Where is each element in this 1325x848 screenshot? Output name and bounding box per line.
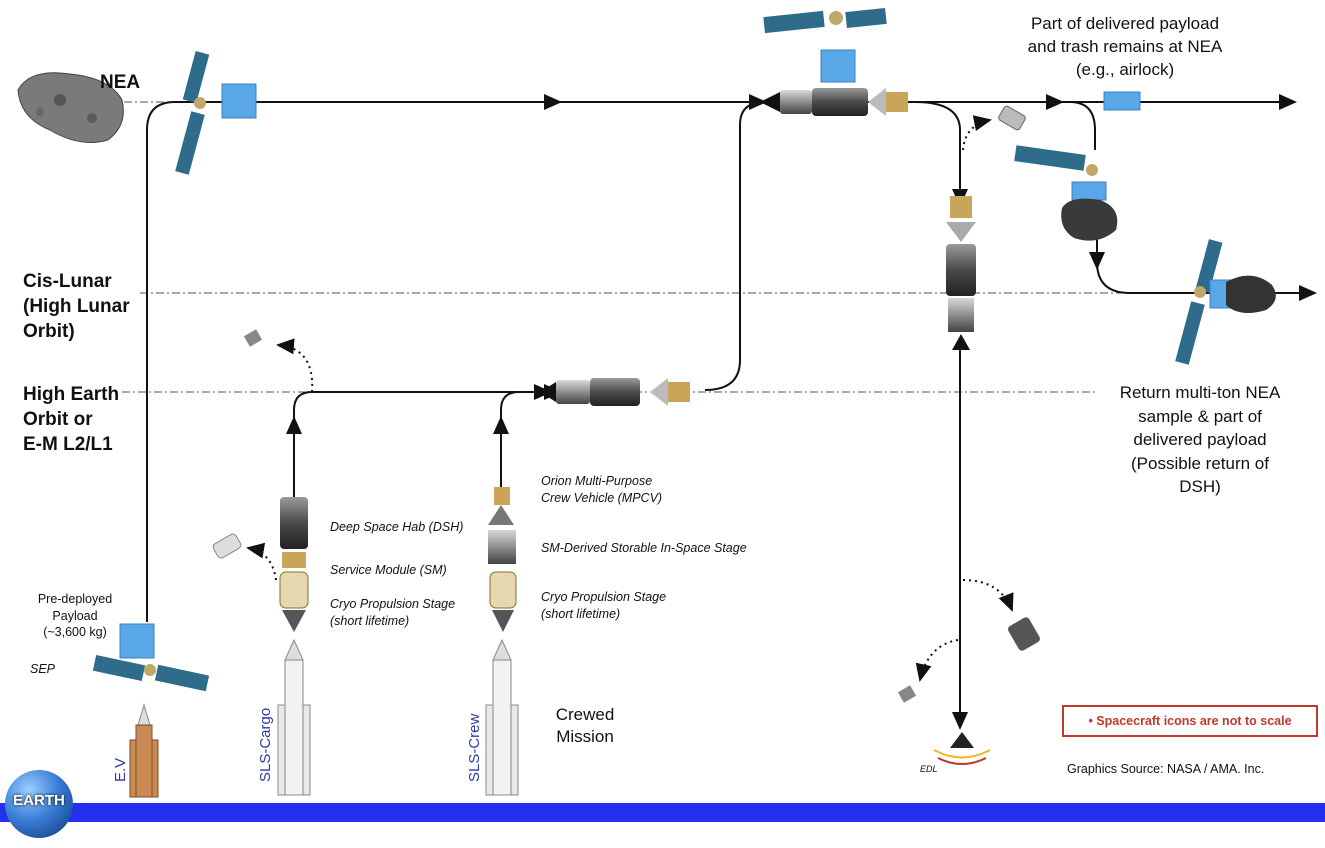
payload-note-line-3: (e.g., airlock) (1075, 60, 1175, 79)
sls-crew-label: SLS-Crew (466, 713, 483, 782)
sep-spacecraft-icon-nea (175, 51, 257, 175)
sep-sample-icon-upper (1014, 145, 1118, 241)
cargo-jettison-top (276, 338, 314, 393)
sls-cargo-rocket-icon (277, 638, 311, 796)
high-earth-label-3: E-M L2/L1 (23, 434, 113, 455)
crewed-mission-line-2: Mission (556, 727, 614, 746)
jettisoned-stage-icon-3 (998, 105, 1026, 131)
nea-jettison (962, 115, 992, 151)
edl-capsule-icon (933, 732, 991, 765)
return-note-line-3: delivered payload (1133, 430, 1267, 449)
return-note-line-2: sample & part of (1138, 406, 1262, 426)
cargo-cryo-label-1: Cryo Propulsion Stage (330, 597, 456, 611)
cis-lunar-label-1: Cis-Lunar (23, 271, 112, 292)
sep-predeployed-icon (92, 623, 210, 692)
predeployed-line-3: (~3,600 kg) (43, 625, 107, 639)
sample-return-path (1069, 101, 1096, 150)
nea-asteroid-icon (17, 72, 124, 143)
edl-label: EDL (920, 764, 938, 774)
orion-label-1: Orion Multi-Purpose (541, 474, 653, 488)
crewed-mission-label: Crewed Mission (540, 704, 630, 748)
predeployed-payload-label: Pre-deployed Payload (~3,600 kg) (20, 591, 130, 641)
return-note-line-4: (Possible return of (1131, 453, 1269, 473)
return-down (914, 101, 968, 207)
edl-jettison-left (915, 639, 959, 682)
cargo-stack-icon (279, 497, 309, 632)
nea-label: NEA (100, 72, 141, 93)
ev-label: E.V (112, 757, 129, 782)
predeployed-line-1: Pre-deployed (37, 592, 113, 606)
cargo-cryo-label-2: (short lifetime) (330, 614, 410, 628)
earth-surface-bar (0, 803, 1325, 822)
service-module-label: Service Module (SM) (330, 563, 447, 577)
payload-remaining-icon (1103, 91, 1141, 111)
sm-stage-label: SM-Derived Storable In-Space Stage (541, 541, 747, 555)
cis-lunar-label-3: Orbit) (23, 321, 75, 342)
sep-spacecraft-icon-top (763, 7, 887, 83)
cargo-trajectory (293, 384, 562, 500)
crew-stack-icon (488, 487, 517, 632)
crew-cryo-label-2: (short lifetime) (541, 607, 621, 621)
cis-lunar-label-2: (High Lunar (23, 296, 130, 317)
docked-stack-nea-icon (760, 88, 908, 116)
predeployed-line-2: Payload (52, 608, 98, 623)
sep-label: SEP (30, 662, 56, 676)
high-earth-label-2: Orbit or (23, 409, 93, 430)
docked-stack-heo-icon (540, 378, 690, 406)
scale-note-text: • Spacecraft icons are not to scale (1088, 714, 1292, 728)
payload-remains-note: Part of delivered payload and trash rema… (1000, 12, 1250, 81)
jettisoned-stage-icon-1 (243, 329, 263, 347)
crew-trajectory (500, 384, 552, 487)
earth-icon: EARTH (5, 770, 73, 838)
edl-jettison-right (962, 579, 1014, 612)
return-stack-icon (946, 196, 976, 350)
return-note-line-1: Return multi-ton NEA (1119, 383, 1281, 402)
high-earth-label-1: High Earth (23, 384, 120, 405)
sls-crew-rocket-icon (485, 638, 519, 796)
payload-note-line-1: Part of delivered payload (1030, 14, 1220, 33)
jettisoned-module-icon (1008, 617, 1040, 651)
payload-note-line-2: and trash remains at NEA (1027, 37, 1223, 56)
scale-note-box: • Spacecraft icons are not to scale (1062, 705, 1318, 737)
sep-trajectory (146, 94, 1297, 622)
orion-label-2: Crew Vehicle (MPCV) (541, 491, 663, 505)
earth-label: EARTH (13, 792, 65, 809)
ev-rocket-icon (129, 703, 159, 798)
return-note-line-5: DSH) (1179, 477, 1221, 496)
crew-cryo-label-1: Cryo Propulsion Stage (541, 590, 667, 604)
cargo-jettison-low (246, 542, 277, 581)
jettisoned-stage-icon-4 (897, 685, 917, 703)
crewed-mission-line-1: Crewed (555, 705, 615, 724)
sls-cargo-label: SLS-Cargo (257, 707, 274, 782)
graphics-source-label: Graphics Source: NASA / AMA. Inc. (1067, 762, 1265, 776)
transfer-to-nea (704, 94, 767, 391)
sep-sample-icon-return (1175, 239, 1276, 365)
jettisoned-stage-icon-2 (212, 533, 242, 559)
return-note: Return multi-ton NEA sample & part of de… (1100, 381, 1300, 499)
dsh-label: Deep Space Hab (DSH) (330, 520, 464, 534)
